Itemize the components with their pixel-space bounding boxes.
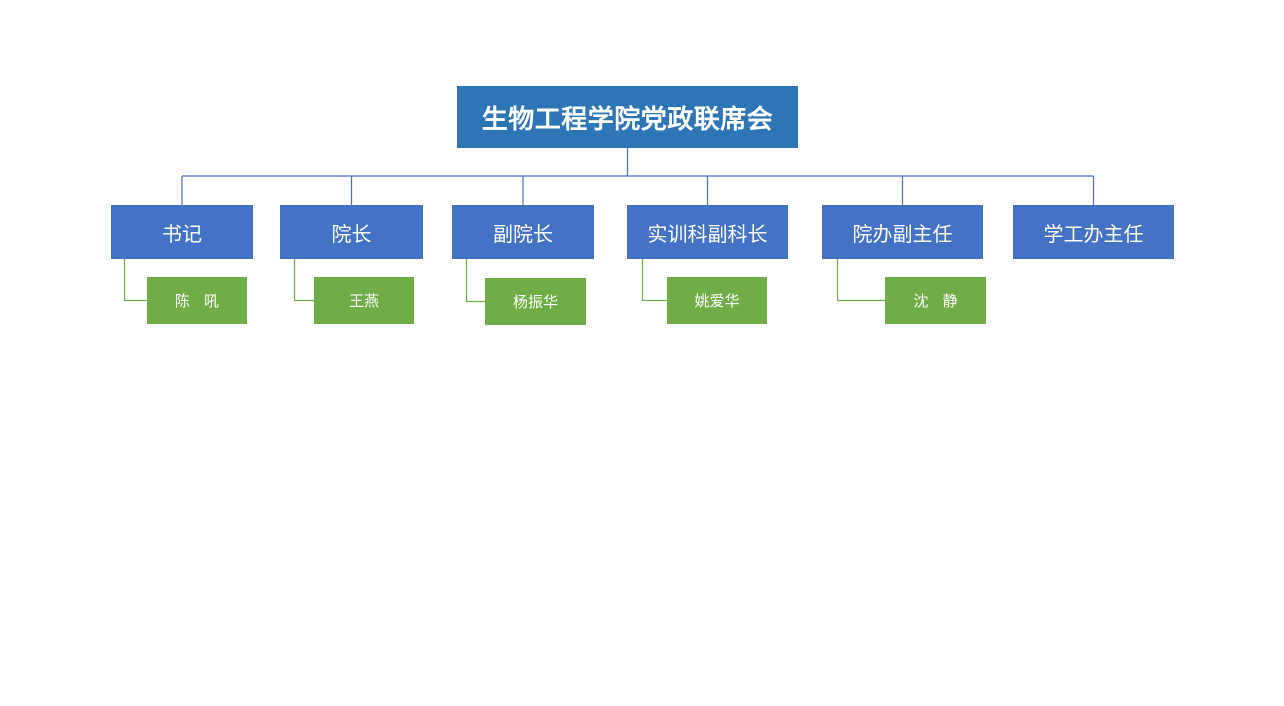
member-node: 沈 静	[885, 277, 986, 324]
role-node-office-deputy-director: 院办副主任	[822, 205, 983, 259]
role-node-dean: 院长	[280, 205, 423, 259]
role-node-student-affairs-director: 学工办主任	[1013, 205, 1174, 259]
member-connector	[836, 259, 885, 302]
member-connector	[293, 259, 314, 302]
member-connector	[123, 259, 147, 302]
member-node: 王燕	[314, 277, 414, 324]
member-connector	[465, 259, 485, 303]
role-node-secretary: 书记	[111, 205, 253, 259]
role-node-vice-dean: 副院长	[452, 205, 594, 259]
member-connector	[641, 259, 667, 302]
role-node-training-deputy-chief: 实训科副科长	[627, 205, 788, 259]
root-node: 生物工程学院党政联席会	[457, 86, 798, 148]
member-node: 姚爱华	[667, 277, 767, 324]
member-node: 陈 吼	[147, 277, 247, 324]
member-node: 杨振华	[485, 278, 586, 325]
